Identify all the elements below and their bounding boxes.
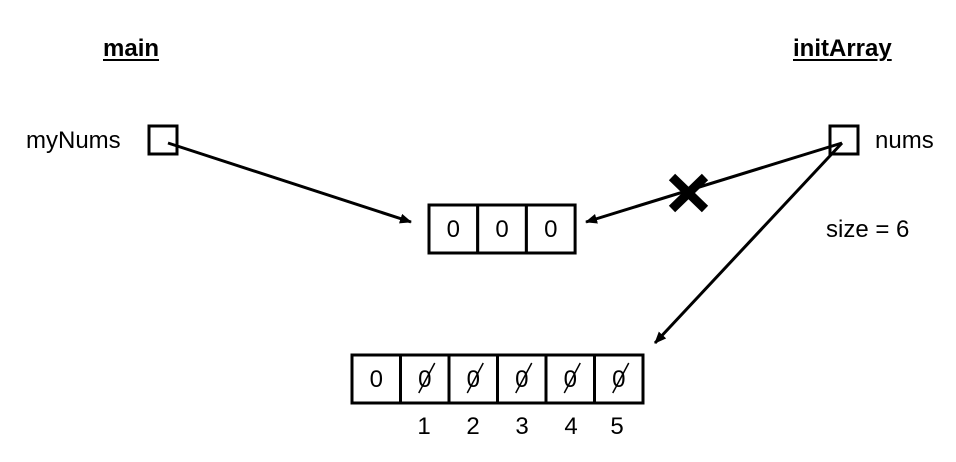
strike-through-mark [612,362,630,394]
initarray-frame-title: initArray [793,35,892,62]
old-array-cell [524,203,577,255]
nums-to-new-array-arrow [653,141,844,345]
new-array-cell [350,353,402,405]
index-label: 3 [515,413,528,440]
old-array-cell-value: 0 [544,216,557,243]
old-array: 0 0 0 [427,203,577,255]
mynums-variable-label: myNums [26,127,121,154]
nums-to-old-array-arrow [585,141,843,224]
main-frame-title: main [103,35,160,62]
new-array-cell-value: 0 [612,366,625,393]
index-label: 4 [564,413,577,440]
old-array-cell [476,203,528,255]
new-array-cell-value: 0 [370,366,383,393]
old-array-cell-value: 0 [495,216,508,243]
new-array-cell [447,353,499,405]
old-array-cell-value: 0 [447,216,460,243]
new-array-cell [399,353,451,405]
mynums-reference-box [147,124,179,156]
strike-through-mark [563,362,581,394]
strike-through-mark [515,362,533,394]
new-array-cell [544,353,596,405]
new-array-cell-value: 0 [418,366,431,393]
new-array: 0 0 0 0 0 0 [350,353,645,405]
index-label: 5 [610,413,623,440]
mynums-to-old-array-arrow [167,141,412,224]
new-array-indices: 1 2 3 4 5 [417,413,623,440]
index-label: 2 [466,413,479,440]
size-annotation: size = 6 [826,216,910,243]
x-mark-icon [668,173,709,213]
strike-through-mark [418,362,436,394]
new-array-cell-value: 0 [564,366,577,393]
index-label: 1 [417,413,430,440]
new-array-cell [593,353,645,405]
new-array-cell-value: 0 [467,366,480,393]
old-array-cell [427,203,480,255]
strike-through-mark [466,362,484,394]
nums-variable-label: nums [875,127,934,154]
new-array-cell-value: 0 [515,366,528,393]
